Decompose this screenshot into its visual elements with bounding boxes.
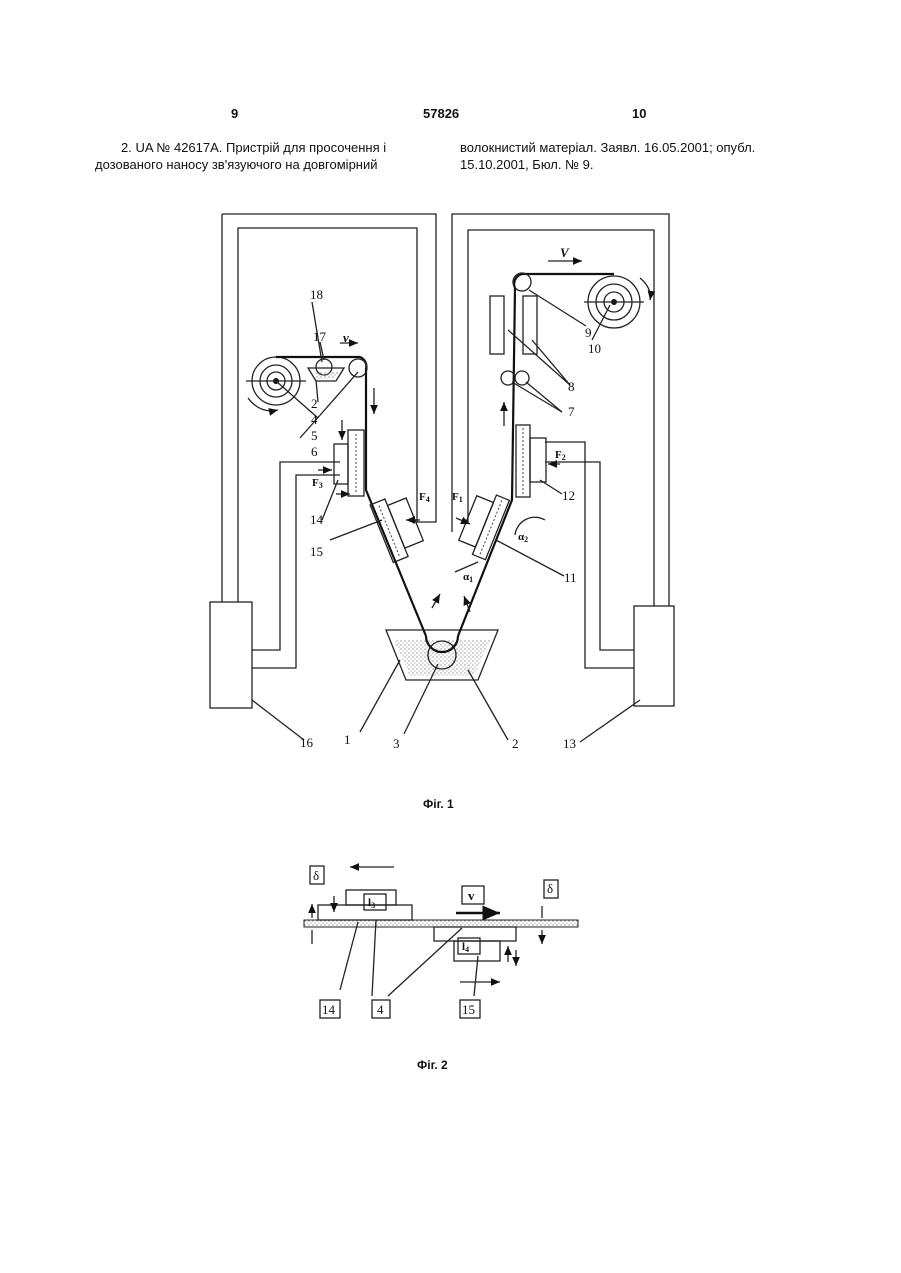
label-16: 16 — [300, 735, 314, 750]
delta-right: δ — [547, 881, 553, 896]
label-11: 11 — [564, 570, 577, 585]
force-f3: F3 — [312, 477, 323, 490]
take-up-reel — [584, 276, 650, 328]
label-10: 10 — [588, 341, 601, 356]
l4-label: l4 — [462, 941, 469, 954]
label-3: 3 — [393, 736, 400, 751]
velocity-label-right: V — [560, 245, 570, 260]
label-5: 5 — [311, 428, 318, 443]
label-2-small: 2 — [311, 396, 318, 411]
label-12: 12 — [562, 488, 575, 503]
label-1: 1 — [344, 732, 351, 747]
guide-roller-9 — [513, 273, 531, 291]
impregnation-bath — [386, 630, 498, 680]
force-f4: F4 — [419, 491, 430, 504]
force-f1: F1 — [452, 491, 463, 504]
label-17: 17 — [313, 329, 327, 344]
figure-1-caption: Фіг. 1 — [423, 797, 454, 811]
label-9: 9 — [585, 325, 592, 340]
unit-12 — [516, 425, 546, 497]
label-18: 18 — [310, 287, 323, 302]
label-6: 6 — [311, 444, 318, 459]
left-reel — [246, 357, 306, 411]
angle-a1: α1 — [463, 571, 473, 584]
velocity-label-fig2: v — [468, 888, 475, 903]
l3-label: l3 — [368, 897, 375, 910]
delta-left: δ — [313, 868, 319, 883]
figure-2-caption: Фіг. 2 — [417, 1058, 448, 1072]
label-2: 2 — [512, 736, 519, 751]
label-15-fig2: 15 — [462, 1002, 475, 1017]
label-4: 4 — [311, 412, 318, 427]
left-frame — [210, 214, 436, 708]
guide-roller-6 — [349, 359, 367, 377]
angle-a2: α2 — [518, 531, 528, 544]
figure-2-drawing — [304, 866, 578, 1018]
label-14: 14 — [310, 512, 324, 527]
label-13: 13 — [563, 736, 576, 751]
unit-14 — [318, 420, 364, 496]
force-f2: F2 — [555, 449, 566, 462]
label-7: 7 — [568, 404, 575, 419]
dryer-8a — [490, 296, 504, 354]
label-8: 8 — [568, 379, 575, 394]
label-14-fig2: 14 — [322, 1002, 336, 1017]
velocity-label-left: v — [343, 330, 349, 345]
label-15: 15 — [310, 544, 323, 559]
label-4-fig2: 4 — [377, 1002, 384, 1017]
